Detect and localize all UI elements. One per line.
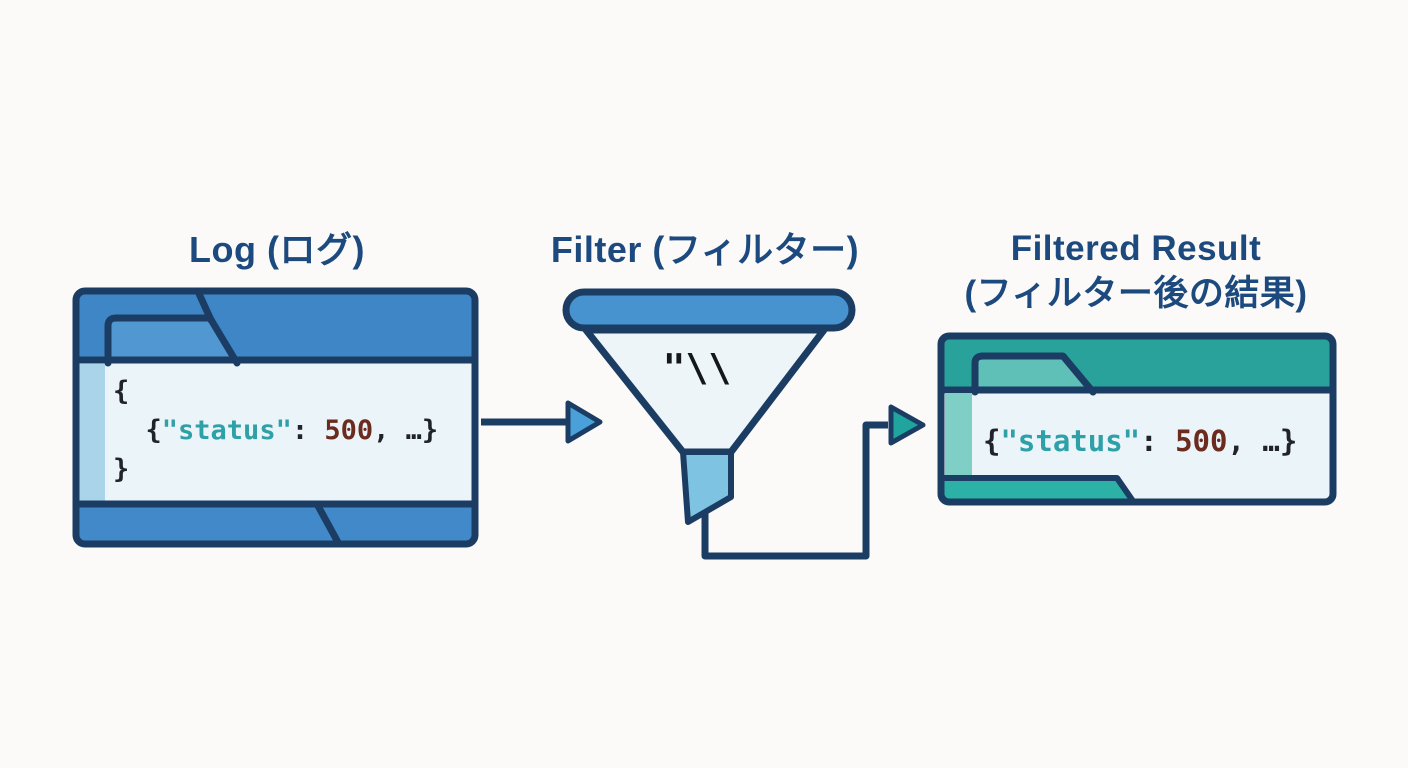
- json-colon: :: [291, 415, 325, 446]
- result-window: [937, 332, 1337, 506]
- arrow-head-icon: [888, 404, 926, 446]
- log-footer-slash-line: [313, 500, 344, 544]
- json-colon: :: [1140, 424, 1176, 458]
- funnel-icon: [562, 288, 856, 525]
- log-code-line-1: {: [113, 372, 438, 411]
- result-folder-tab-outline: [971, 352, 1097, 396]
- json-key-status: "status": [1000, 424, 1141, 458]
- log-folder-tab-icon: [108, 318, 236, 360]
- log-folder-tab-outline: [104, 314, 241, 367]
- result-window-border: [937, 332, 1337, 506]
- log-code-line-2: {"status": 500, …}: [113, 411, 439, 450]
- filter-title-text: Filter (フィルター): [550, 229, 860, 270]
- json-value-500: 500: [1175, 424, 1228, 458]
- result-gutter-strip: [945, 393, 972, 478]
- result-code-line: {"status": 500, …}: [983, 424, 1297, 458]
- log-title-text: Log (ログ): [189, 229, 365, 270]
- json-tail: , …}: [1227, 424, 1298, 458]
- arrow-elbow-shaft: [701, 421, 888, 560]
- log-window-border: [72, 287, 479, 548]
- log-code-line-3: }: [113, 450, 438, 489]
- flow-arrow-log-to-filter: [481, 400, 603, 444]
- result-title: Filtered Result (フィルター後の結果): [930, 226, 1342, 316]
- arrow-head-icon: [565, 400, 603, 444]
- json-tail: , …}: [373, 415, 439, 446]
- result-title-line1: Filtered Result: [1010, 229, 1262, 268]
- result-folder-tab-icon: [975, 356, 1092, 390]
- log-footer: [76, 504, 475, 544]
- log-code-block: { {"status": 500, …} }: [113, 372, 438, 489]
- brace-open: {: [113, 376, 130, 407]
- flow-arrow-filter-to-result: [701, 404, 926, 560]
- brace-open: {: [983, 424, 1001, 458]
- log-gutter-strip: [79, 364, 105, 501]
- json-key-status: "status": [161, 415, 292, 446]
- json-value-500: 500: [324, 415, 374, 446]
- log-title: Log (ログ): [77, 227, 477, 273]
- brace-open-indented: {: [113, 415, 162, 446]
- filter-pattern-text: "\\: [662, 346, 732, 390]
- brace-close: }: [113, 454, 130, 485]
- result-code-block: {"status": 500, …}: [983, 424, 1297, 458]
- result-footer-outline: [941, 475, 1138, 502]
- result-footer-wedge: [941, 478, 1134, 502]
- log-window: [72, 287, 479, 548]
- result-title-line2: (フィルター後の結果): [964, 274, 1308, 313]
- funnel-top-bar: [562, 288, 856, 332]
- funnel-spout: [680, 449, 734, 525]
- filter-title: Filter (フィルター): [505, 227, 905, 273]
